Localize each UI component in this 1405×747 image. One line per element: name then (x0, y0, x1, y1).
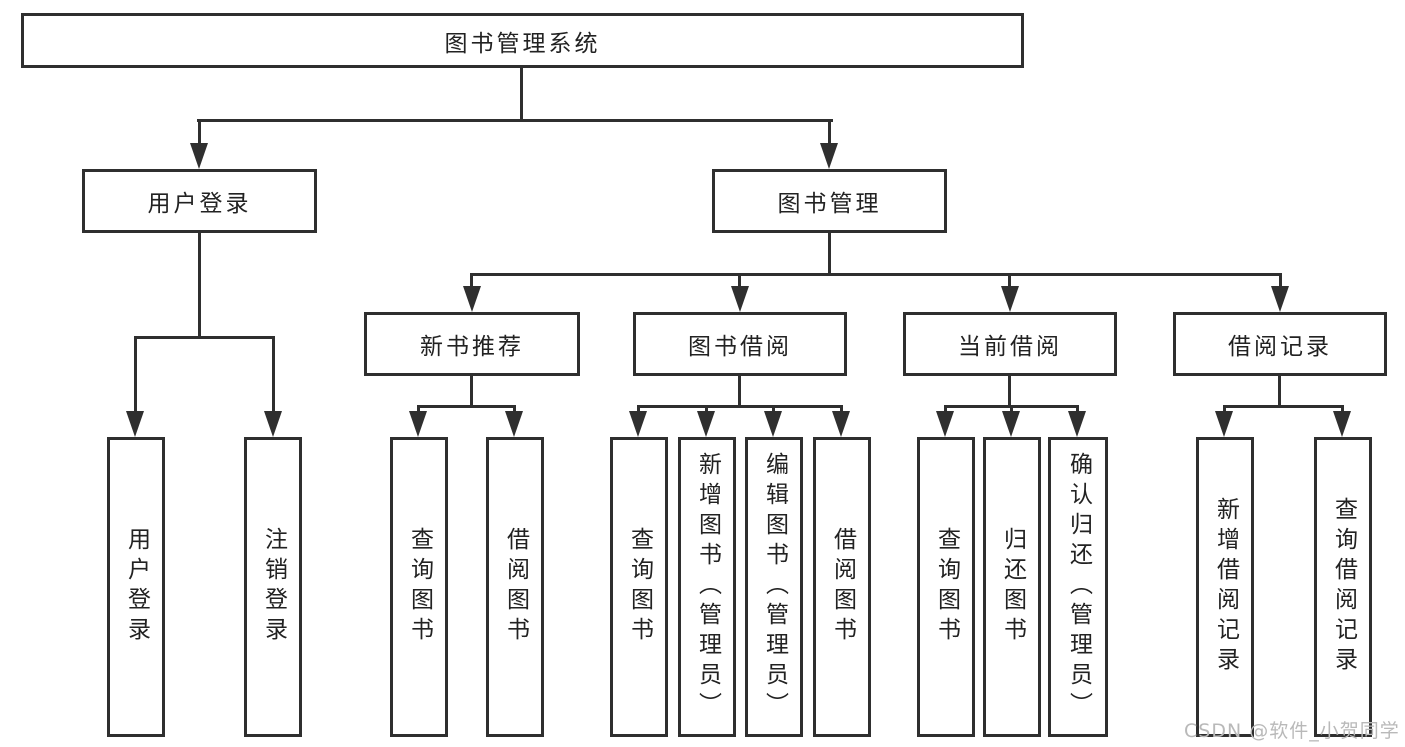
node-book-borrow: 图书借阅 (633, 312, 847, 376)
leaf-bb-edit-book-admin-label: 编辑图书（管理员） (761, 452, 788, 722)
connector-level3-line (738, 273, 741, 293)
arrow-down-icon (936, 411, 954, 437)
node-new-book-recommend: 新书推荐 (364, 312, 580, 376)
leaf-user-login-label: 用户登录 (123, 527, 150, 647)
leaf-cb-query-book: 查询图书 (917, 437, 975, 737)
arrow-down-icon (409, 411, 427, 437)
arrow-down-icon (629, 411, 647, 437)
connector-leaf-line (637, 405, 640, 415)
arrow-down-icon (764, 411, 782, 437)
leaf-cb-return-book: 归还图书 (983, 437, 1041, 737)
arrow-down-icon (1002, 411, 1020, 437)
node-borrow-record-label: 借阅记录 (1228, 334, 1332, 360)
node-current-borrow-label: 当前借阅 (958, 334, 1062, 360)
connector-level2-left (198, 119, 201, 149)
arrow-down-icon (505, 411, 523, 437)
connector-leaf-line (134, 336, 137, 414)
node-book-management: 图书管理 (712, 169, 947, 233)
leaf-bb-query-book-label: 查询图书 (626, 527, 653, 647)
node-book-borrow-label: 图书借阅 (688, 334, 792, 360)
connector-level3-branch (471, 273, 1282, 276)
leaf-br-query-record-label: 查询借阅记录 (1330, 497, 1357, 677)
leaf-nb-query-book-label: 查询图书 (406, 527, 433, 647)
arrow-down-icon (731, 286, 749, 312)
leaf-bb-add-book-admin: 新增图书（管理员） (678, 437, 736, 737)
node-user-login: 用户登录 (82, 169, 317, 233)
node-root: 图书管理系统 (21, 13, 1024, 68)
connector-leaf-line (1223, 405, 1226, 415)
arrow-down-icon (463, 286, 481, 312)
node-new-book-recommend-label: 新书推荐 (420, 334, 524, 360)
leaf-logout-login-label: 注销登录 (260, 527, 287, 647)
leaf-cb-return-book-label: 归还图书 (999, 527, 1026, 647)
csdn-watermark: CSDN @软件_小贺同学 (1184, 720, 1400, 742)
connector-user-login-branch (134, 336, 275, 339)
connector-leaf-line (417, 405, 420, 415)
arrow-down-icon (1068, 411, 1086, 437)
connector-stem (1008, 376, 1011, 408)
arrow-down-icon (1001, 286, 1019, 312)
connector-leaf-line (944, 405, 947, 415)
connector-root-stem (520, 66, 523, 122)
connector-group-branch (1223, 405, 1344, 408)
arrow-down-icon (1271, 286, 1289, 312)
connector-leaf-line (513, 405, 516, 415)
connector-leaf-line (772, 405, 775, 415)
leaf-cb-confirm-return-admin: 确认归还（管理员） (1048, 437, 1108, 737)
connector-leaf-line (1076, 405, 1079, 415)
arrow-down-icon (126, 411, 144, 437)
leaf-bb-borrow-book: 借阅图书 (813, 437, 871, 737)
connector-level3-line (1008, 273, 1011, 293)
leaf-br-add-record: 新增借阅记录 (1196, 437, 1254, 737)
arrow-down-icon (697, 411, 715, 437)
leaf-cb-query-book-label: 查询图书 (933, 527, 960, 647)
connector-level3-line (470, 273, 473, 293)
connector-user-login-stem (198, 233, 201, 339)
connector-group-branch (637, 405, 843, 408)
connector-leaf-line (1010, 405, 1013, 415)
connector-level2-right (828, 119, 831, 149)
connector-stem (1278, 376, 1281, 408)
node-borrow-record: 借阅记录 (1173, 312, 1387, 376)
leaf-br-query-record: 查询借阅记录 (1314, 437, 1372, 737)
connector-leaf-line (840, 405, 843, 415)
arrow-down-icon (1333, 411, 1351, 437)
node-book-management-label: 图书管理 (777, 191, 882, 217)
connector-level2-branch (197, 119, 833, 122)
connector-group-branch (417, 405, 516, 408)
leaf-user-login: 用户登录 (107, 437, 165, 737)
arrow-down-icon (264, 411, 282, 437)
leaf-logout-login: 注销登录 (244, 437, 302, 737)
node-root-label: 图书管理系统 (444, 30, 601, 57)
arrow-down-icon (190, 143, 208, 169)
arrow-down-icon (832, 411, 850, 437)
arrow-down-icon (1215, 411, 1233, 437)
connector-book-mgmt-stem (828, 233, 831, 276)
connector-leaf-line (1341, 405, 1344, 415)
connector-level3-line (1279, 273, 1282, 293)
node-current-borrow: 当前借阅 (903, 312, 1117, 376)
leaf-nb-query-book: 查询图书 (390, 437, 448, 737)
leaf-bb-borrow-book-label: 借阅图书 (829, 527, 856, 647)
leaf-cb-confirm-return-admin-label: 确认归还（管理员） (1065, 452, 1092, 722)
leaf-bb-query-book: 查询图书 (610, 437, 668, 737)
leaf-br-add-record-label: 新增借阅记录 (1212, 497, 1239, 677)
connector-leaf-line (705, 405, 708, 415)
arrow-down-icon (820, 143, 838, 169)
connector-stem (470, 376, 473, 408)
connector-stem (738, 376, 741, 408)
leaf-nb-borrow-book-label: 借阅图书 (502, 527, 529, 647)
leaf-nb-borrow-book: 借阅图书 (486, 437, 544, 737)
connector-leaf-line (272, 336, 275, 414)
node-user-login-label: 用户登录 (147, 191, 252, 217)
leaf-bb-edit-book-admin: 编辑图书（管理员） (745, 437, 803, 737)
leaf-bb-add-book-admin-label: 新增图书（管理员） (694, 452, 721, 722)
